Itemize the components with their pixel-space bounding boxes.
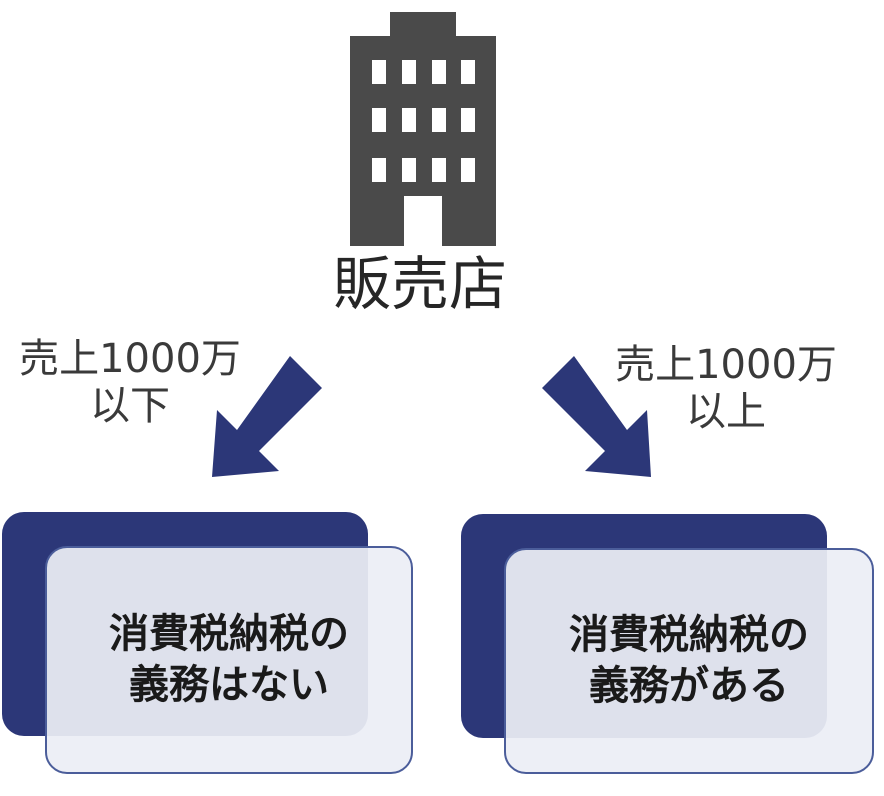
shop-label: 販売店 [332, 250, 507, 318]
condition-right-line2: 以上 [686, 389, 766, 436]
card-left-text: 消費税納税の 義務はない [109, 609, 349, 711]
condition-right-line1: 売上1000万 [615, 342, 837, 388]
card-right-text: 消費税納税の 義務がある [569, 610, 809, 712]
arrow-down-right [542, 356, 651, 477]
condition-left: 売上1000万 以下 [10, 336, 250, 430]
card-left-line2: 義務はない [129, 662, 329, 708]
card-right: 消費税納税の 義務がある [504, 548, 874, 774]
arrow-down-left [212, 356, 322, 477]
condition-left-line2: 以下 [90, 383, 170, 430]
card-left: 消費税納税の 義務はない [45, 546, 413, 774]
building-icon [350, 12, 496, 246]
card-right-line2: 義務がある [589, 663, 789, 709]
condition-right: 売上1000万 以上 [606, 342, 846, 436]
condition-left-line1: 売上1000万 [19, 336, 241, 382]
card-left-line1: 消費税納税の [109, 610, 349, 657]
card-right-line1: 消費税納税の [569, 611, 809, 658]
